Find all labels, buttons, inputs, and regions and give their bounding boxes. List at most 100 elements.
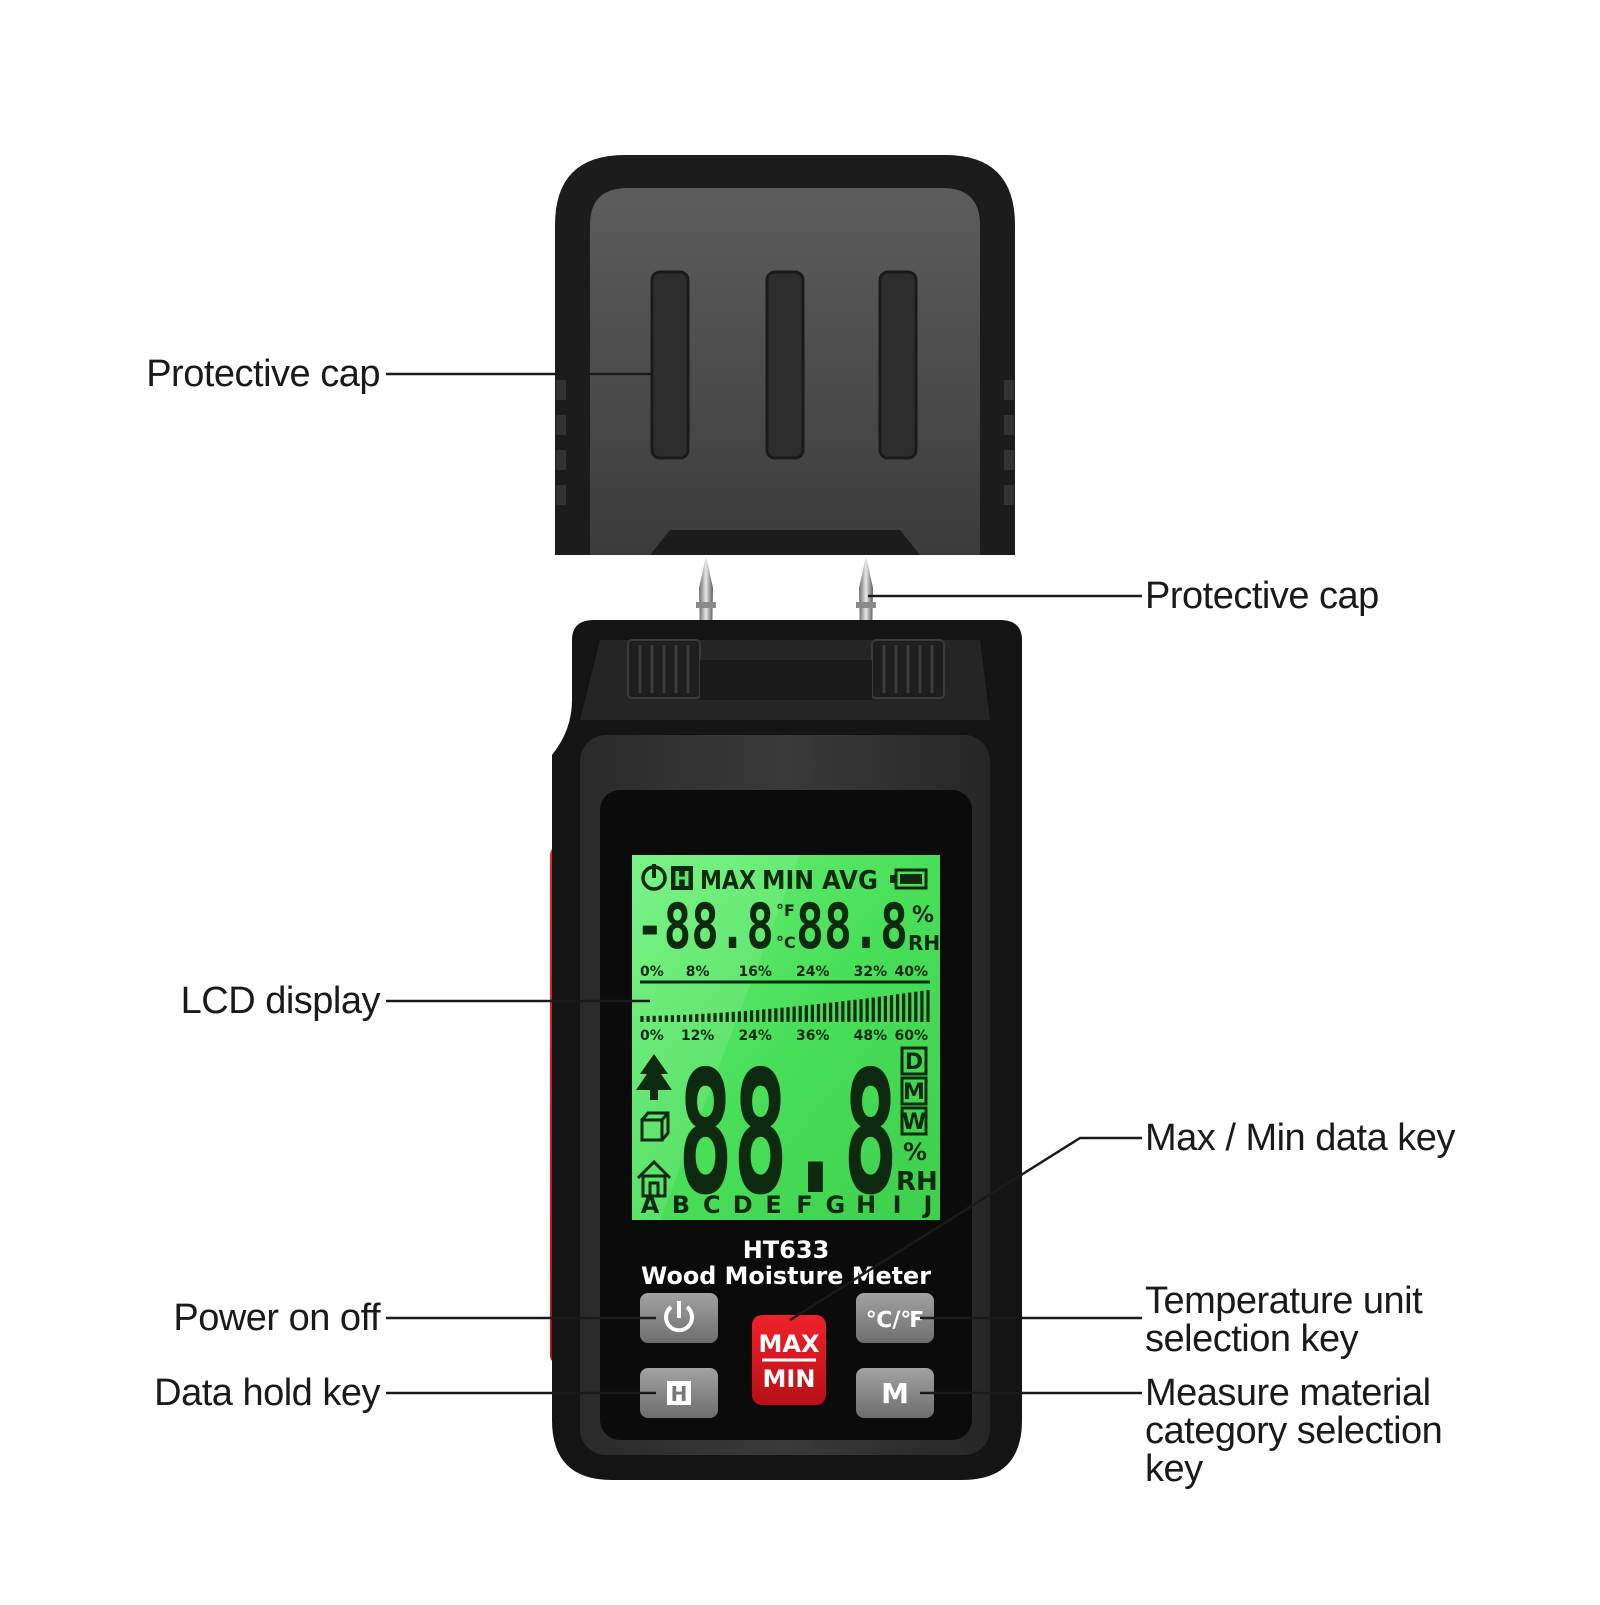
avg-status: AVG [822, 866, 878, 896]
bar-segment [810, 1004, 814, 1022]
bar-segment [914, 991, 918, 1022]
scale-bottom: 0%12%24%36%48%60% [640, 1028, 928, 1044]
bar-segment [743, 1010, 748, 1022]
house-icon [636, 1159, 672, 1198]
scale-bottom-label: 60% [894, 1028, 928, 1044]
material-group-letter: E [765, 1191, 781, 1219]
protective-cap [555, 155, 1015, 555]
material-group-letter: D [733, 1191, 753, 1219]
scale-bottom-label: 36% [796, 1028, 830, 1044]
power-icon [664, 1301, 694, 1333]
bar-segment [701, 1013, 705, 1022]
temperature-reading: -88.8 [636, 890, 774, 963]
bar-segment [719, 1012, 723, 1022]
bar-segment [847, 1000, 851, 1022]
bar-segment [786, 1007, 790, 1022]
label-temp-unit-key: Temperature unit selection key [1145, 1282, 1423, 1358]
bar-segment [895, 994, 900, 1022]
leader-lines [386, 372, 1142, 1395]
bar-segment [658, 1015, 662, 1022]
max-min-button[interactable]: MAX MIN [752, 1315, 826, 1405]
label-lcd-display: LCD display [180, 980, 381, 1022]
bar-segment [682, 1014, 687, 1022]
mode-m: M [903, 1080, 925, 1105]
probe-pins [696, 556, 876, 640]
bar-segment [670, 1015, 675, 1022]
tree-icon [636, 1054, 672, 1100]
leader-max-min [789, 1136, 1142, 1322]
temp-unit-c: °C [776, 933, 796, 952]
mode-button[interactable]: M [856, 1368, 934, 1418]
bar-segment [841, 1001, 845, 1022]
mode-button-label: M [881, 1377, 909, 1410]
scale-top-label: 0% [640, 964, 664, 980]
label-power-on-off: Power on off [173, 1297, 380, 1339]
bar-segment [731, 1011, 735, 1022]
bar-segment [816, 1003, 821, 1022]
bar-segment [664, 1015, 668, 1022]
temp-unit-button-label: ℃/℉ [866, 1308, 925, 1333]
max-status: MAX [700, 866, 756, 896]
bar-segment [902, 993, 906, 1022]
scale-bottom-label: 12% [681, 1028, 715, 1044]
material-group-letter: H [856, 1191, 876, 1219]
material-group-letter: B [672, 1191, 690, 1219]
bar-segment [920, 990, 924, 1022]
humidity-reading: 88.8 [796, 890, 908, 963]
bar-segment [652, 1015, 656, 1022]
humidity-unit-rh: RH [908, 931, 940, 955]
scale-bottom-label: 0% [640, 1028, 664, 1044]
material-group-letter: F [796, 1191, 812, 1219]
bar-segment [889, 995, 894, 1022]
scale-top-label: 40% [894, 964, 928, 980]
bar-segment [804, 1005, 808, 1022]
material-group-letter: J [922, 1191, 933, 1219]
label-material-key-line3: key [1145, 1448, 1203, 1490]
bar-segment [926, 990, 930, 1022]
bar-segment [877, 996, 881, 1022]
bar-segment [646, 1015, 650, 1022]
bar-segment [792, 1006, 796, 1022]
power-button[interactable] [640, 1293, 718, 1343]
moisture-bargraph [640, 990, 930, 1022]
bar-segment [829, 1002, 833, 1022]
material-group-letter: I [893, 1191, 902, 1219]
label-material-key: Measure material category selection key [1145, 1372, 1443, 1490]
bar-segment [725, 1012, 729, 1022]
bar-segment [676, 1015, 681, 1022]
main-unit-pct: % [903, 1138, 927, 1166]
scale-bottom-label: 48% [854, 1028, 888, 1044]
label-material-key-line1: Measure material [1145, 1372, 1431, 1414]
hold-button[interactable]: H [640, 1368, 718, 1418]
device-name: Wood Moisture Meter [641, 1262, 931, 1290]
scale-top-label: 32% [854, 964, 888, 980]
temp-unit-f: °F [776, 901, 795, 920]
max-min-button-bottom: MIN [763, 1365, 816, 1393]
material-group-letter: C [703, 1191, 721, 1219]
label-data-hold-key: Data hold key [154, 1372, 380, 1414]
main-unit-rh: RH [896, 1167, 938, 1197]
bar-segment [640, 1016, 644, 1022]
bar-segment [737, 1011, 741, 1022]
label-protective-cap-probes: Protective cap [1145, 575, 1379, 617]
cube-icon [640, 1111, 670, 1142]
mode-w: W [902, 1110, 926, 1135]
mode-d: D [905, 1050, 923, 1075]
bar-segment [835, 1001, 839, 1022]
bar-segment [707, 1013, 711, 1022]
hold-status: H [674, 867, 691, 891]
lcd-content: H MAX MIN AVG -88.8 °F °C 88.8 % RH 0%8%… [636, 864, 940, 1233]
hold-button-label: H [671, 1382, 688, 1406]
bar-segment [822, 1003, 827, 1022]
material-group-letter: A [641, 1191, 660, 1219]
bar-segment [859, 999, 863, 1022]
scale-top-label: 8% [686, 964, 710, 980]
temp-unit-button[interactable]: ℃/℉ [856, 1293, 934, 1343]
bar-segment [853, 999, 857, 1022]
bar-segment [865, 998, 869, 1022]
bar-segment [695, 1014, 699, 1022]
bar-segment [756, 1009, 760, 1022]
